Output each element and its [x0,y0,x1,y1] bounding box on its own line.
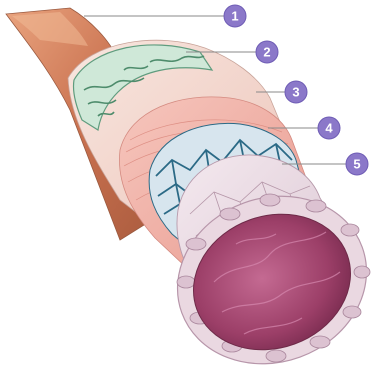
callout-2: 2 [256,41,278,63]
callout-4: 4 [318,117,340,139]
callout-5-label: 5 [353,157,360,172]
callout-3-label: 3 [292,85,299,100]
callout-2-label: 2 [263,45,270,60]
callout-4-label: 4 [325,121,333,136]
callout-5: 5 [346,153,368,175]
callout-1: 1 [224,5,246,27]
callout-1-label: 1 [231,9,238,24]
callout-3: 3 [285,81,307,103]
